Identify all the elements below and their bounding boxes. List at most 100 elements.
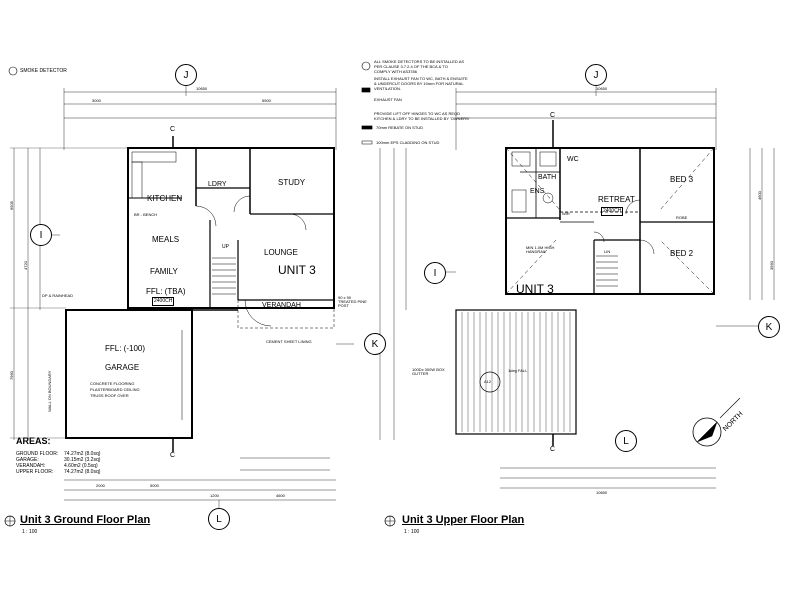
unit-label: UNIT 3 xyxy=(278,263,316,277)
garage-note: CONCRETE FLOORING xyxy=(90,381,135,386)
smoke-detector-note: SMOKE DETECTOR xyxy=(20,68,67,74)
ffl-label: FFL: (TBA) xyxy=(146,287,186,296)
garage-ffl-label: FFL: (-100) xyxy=(105,344,146,353)
areas-heading: AREAS: xyxy=(16,436,51,446)
note-line: COMPLY WITH AS3786 xyxy=(374,69,417,74)
dimension-label: 5000 xyxy=(150,483,159,488)
room-label-family: FAMILY xyxy=(150,267,178,276)
dimension-label: 4600 xyxy=(276,493,285,498)
garage-outline xyxy=(65,309,193,439)
cement-lining-label: CEMENT SHEET LINING xyxy=(266,339,312,344)
ground-plan-scale: 1 : 100 xyxy=(22,529,38,535)
cladding-legend-icon xyxy=(361,140,373,145)
stair-up-label: UP xyxy=(222,244,229,250)
dimension-label: 4600 xyxy=(757,191,762,200)
ceiling-height-label: 2400CH xyxy=(152,297,175,306)
unit-label: UNIT 3 xyxy=(516,282,554,296)
upper-plan-title: Unit 3 Upper Floor Plan xyxy=(402,514,525,526)
dimension-label: 3000 xyxy=(92,98,101,103)
room-label-lin: LIN xyxy=(604,249,611,254)
fall-label: 1deg FALL xyxy=(508,368,528,373)
room-label-kitchen: KITCHEN xyxy=(147,194,183,203)
dimension-label: 2000 xyxy=(96,483,105,488)
dimension-label: 10650 xyxy=(596,86,608,91)
grid-bubble-i: I xyxy=(424,262,446,284)
ceiling-height-label: 2400CH xyxy=(601,207,624,216)
north-arrow-circle xyxy=(692,417,722,447)
rebate-label: 70mm REBATE ON STUD xyxy=(376,125,424,130)
grid-bubble-l: L xyxy=(208,508,230,530)
bench-label: BR - BENCH xyxy=(134,212,158,217)
dimension-label: 7960 xyxy=(9,371,14,380)
room-label-ens: ENS xyxy=(530,188,545,195)
room-label-bed2: BED 2 xyxy=(670,249,694,258)
dimension-label: 4720 xyxy=(23,261,28,270)
note-line: PER CLAUSE 3.7.2.4 OF THE BCA & TO xyxy=(374,64,448,69)
post-label: 90 x 90 TREATED PINE POST xyxy=(338,295,367,308)
area-row-value: 74.27m2 (8.0sq) xyxy=(64,451,101,457)
room-label-meals: MEALS xyxy=(152,235,180,244)
upper-house-outline xyxy=(505,147,715,295)
exhaust-fan-icon xyxy=(361,87,371,93)
dimension-label: 6505 xyxy=(9,201,14,210)
area-row-value: 30.15m2 (3.2sq) xyxy=(64,457,101,463)
grid-bubble-l: L xyxy=(615,430,637,452)
dimension-label: 5500 xyxy=(262,98,271,103)
north-arrow-icon xyxy=(696,421,718,443)
section-c-label: C xyxy=(550,112,556,119)
handrail-label: MIN 1.0M HIGH HANDRAIL xyxy=(526,245,555,254)
room-label-wir: WIR xyxy=(562,211,570,216)
room-label-ldry: LDRY xyxy=(208,181,227,188)
room-label-bath: BATH xyxy=(538,174,557,181)
note-line: KITCHEN & LDRY TO BE INSTALLED BY 'OWNER… xyxy=(374,116,470,121)
smoke-detector-icon xyxy=(8,66,18,76)
verandah-roof-outline xyxy=(455,309,577,435)
section-c-label: C xyxy=(170,126,176,133)
note-line: VENTILATION. xyxy=(374,86,402,91)
area-row-label: GARAGE: xyxy=(16,457,39,463)
a12-label: A12 xyxy=(484,379,492,384)
area-row-label: UPPER FLOOR: xyxy=(16,469,54,475)
note-line: INSTALL EXHAUST FAN TO WC, BATH & ENSUIT… xyxy=(374,76,468,81)
box-gutter-label: 100Dx 300W BOX GUTTER xyxy=(412,367,445,376)
ground-house-outline xyxy=(127,147,335,309)
area-row-value: 4.60m2 (0.5sq) xyxy=(64,463,98,469)
room-label-study: STUDY xyxy=(278,178,306,187)
exhaust-fan-label: EXHAUST FAN xyxy=(374,97,402,102)
smoke-detector-icon xyxy=(361,61,371,71)
room-label-garage: GARAGE xyxy=(105,363,140,372)
a12-tag xyxy=(479,371,501,393)
area-row-label: VERANDAH: xyxy=(16,463,46,469)
grid-bubble-i: I xyxy=(30,224,52,246)
room-label-lounge: LOUNGE xyxy=(264,248,298,257)
downpipe-label: DP & RAINHEAD xyxy=(42,293,74,298)
ground-plan-title: Unit 3 Ground Floor Plan xyxy=(20,514,151,526)
grid-bubble-j: J xyxy=(175,64,197,86)
rebate-legend-icon xyxy=(361,125,373,130)
room-label-verandah: VERANDAH xyxy=(262,302,301,309)
area-row-value: 74.27m2 (8.0sq) xyxy=(64,469,101,475)
section-c-label: C xyxy=(550,446,556,453)
cladding-label: 100mm EPS CLADDING ON STUD xyxy=(376,140,440,145)
note-line: & UNDERCUT DOORS BY 10mm FOR NATURAL xyxy=(374,81,464,86)
garage-note: TRUSS ROOF OVER xyxy=(90,393,129,398)
dimension-label: 10650 xyxy=(196,86,208,91)
garage-note: PLASTERBOARD CEILING xyxy=(90,387,140,392)
grid-bubble-k: K xyxy=(758,316,780,338)
grid-bubble-j: J xyxy=(585,64,607,86)
section-c-label: C xyxy=(170,452,176,459)
area-row-label: GROUND FLOOR: xyxy=(16,451,59,457)
room-label-retreat: RETREAT xyxy=(598,195,635,204)
room-label-robe: ROBE xyxy=(676,215,688,220)
grid-bubble-k: K xyxy=(364,333,386,355)
room-label-bed3: BED 3 xyxy=(670,175,694,184)
note-line: PROVIDE LIFT OFF HINGES TO WC AS REQD xyxy=(374,111,461,116)
note-line: ALL SMOKE DETECTORS TO BE INSTALLED AS xyxy=(374,59,465,64)
room-label-wc: WC xyxy=(567,156,579,163)
upper-plan-scale: 1 : 100 xyxy=(404,529,420,535)
wall-boundary-label: WALL ON BOUNDARY xyxy=(47,370,52,412)
dimension-label: 1200 xyxy=(210,493,219,498)
dimension-label: 3560 xyxy=(769,261,774,270)
dimension-label: 10650 xyxy=(596,490,608,495)
